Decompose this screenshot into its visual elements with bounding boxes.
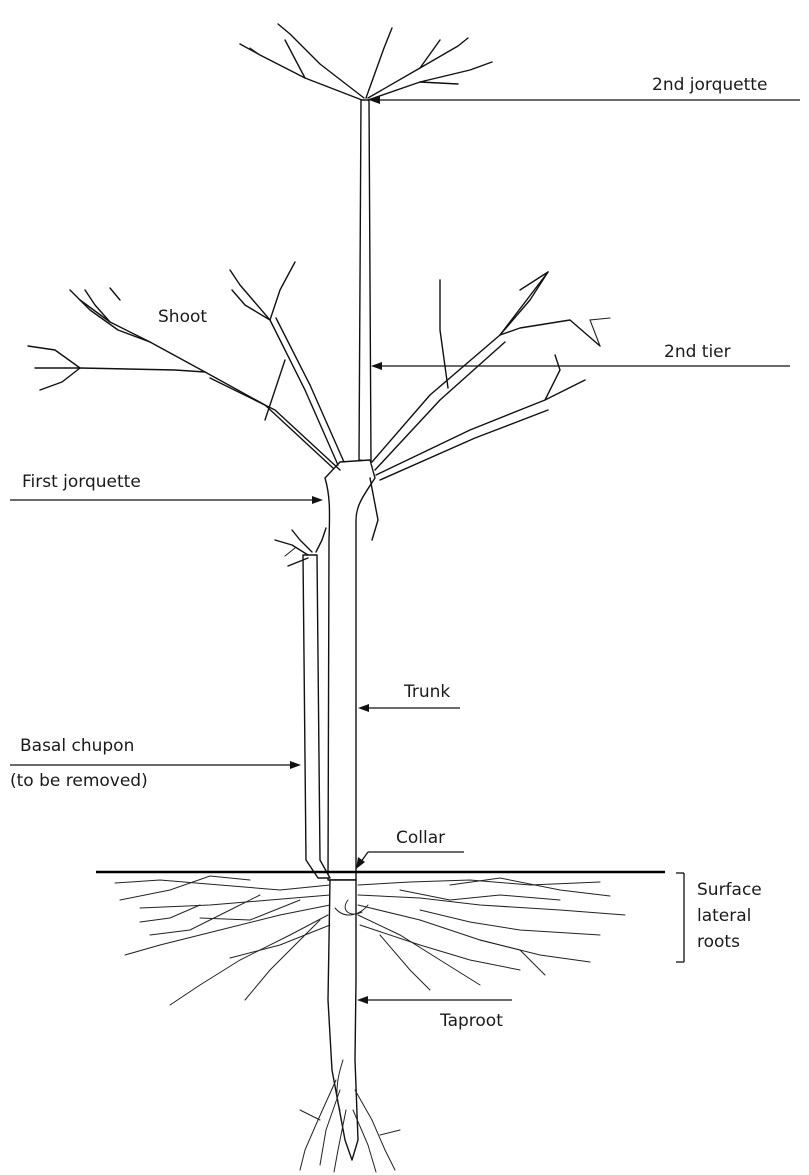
label-2nd-jorquette: 2nd jorquette [652, 75, 767, 95]
leader-basal-chupon [10, 761, 301, 769]
label-surface-line1: Surface [697, 880, 762, 900]
label-2nd-tier: 2nd tier [664, 342, 731, 362]
label-taproot: Taproot [439, 1011, 503, 1031]
leader-taproot [357, 996, 512, 1004]
trunk-shape [325, 460, 375, 1160]
bracket-surface-roots [676, 873, 684, 962]
leader-first-jorquette [10, 496, 323, 504]
leader-trunk [358, 704, 460, 712]
label-basal-chupon-line2: (to be removed) [10, 771, 148, 791]
basal-chupon-shape [275, 528, 330, 878]
leader-2nd-tier [371, 362, 790, 370]
label-trunk: Trunk [403, 682, 450, 702]
label-first-jorquette: First jorquette [22, 472, 141, 492]
leader-2nd-jorquette [369, 96, 800, 104]
surface-roots [115, 876, 625, 1005]
label-basal-chupon-line1: Basal chupon [20, 736, 134, 756]
label-surface-line2: lateral [697, 906, 751, 926]
label-shoot: Shoot [158, 307, 207, 327]
second-jorquette-branches [240, 24, 492, 100]
upper-stem [359, 100, 371, 462]
label-surface-line3: roots [697, 932, 740, 952]
label-collar: Collar [396, 828, 445, 848]
first-tier-branches [28, 262, 610, 540]
leader-collar [356, 852, 464, 869]
